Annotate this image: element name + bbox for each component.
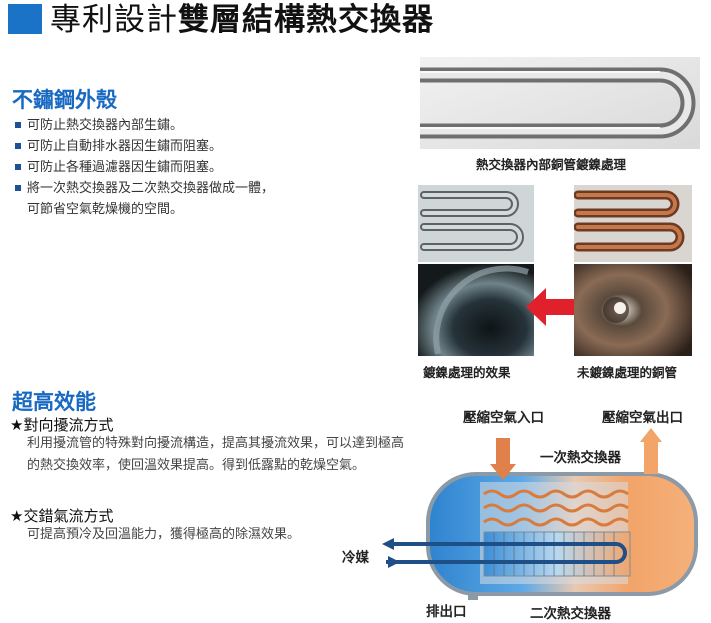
feature2-title: ★交錯氣流方式 <box>10 507 114 525</box>
page-title: 專利設計雙層結構熱交換器 <box>50 0 434 40</box>
unplated-caption: 未鍍鎳處理的銅管 <box>577 365 678 380</box>
diagram-outlet-label: 壓縮空氣出口 <box>602 410 683 426</box>
pipe-photo-caption: 熱交換器內部銅管鍍鎳處理 <box>476 157 627 172</box>
comparison-arrow-icon <box>526 288 580 326</box>
heat-exchanger-diagram <box>382 428 698 600</box>
feature2-body: 可提高預冷及回溫能力，獲得極高的除濕效果。 <box>27 527 301 542</box>
diagram-drain-label: 排出口 <box>426 604 467 620</box>
copper-tubes-photo <box>574 185 692 262</box>
performance-heading: 超高效能 <box>12 390 96 414</box>
copper-inside-photo <box>574 264 692 356</box>
feature1-body: 利用擾流管的特殊對向擾流構造，提高其擾流效果，可以達到極高的熱交換效率，使回溫效… <box>27 436 405 473</box>
stainless-list: 可防止熱交換器內部生鏽。 可防止自動排水器因生鏽而阻塞。 可防止各種過濾器因生鏽… <box>14 115 274 220</box>
diagram-inlet-label: 壓縮空氣入口 <box>463 410 544 426</box>
plated-caption: 鍍鎳處理的效果 <box>423 365 511 380</box>
diagram-primary-label: 一次熱交換器 <box>540 450 621 466</box>
pipe-photo <box>420 57 700 149</box>
title-light-part: 專利設計 <box>50 2 178 38</box>
plated-inside-photo <box>418 264 534 356</box>
stainless-heading: 不鏽鋼外殼 <box>12 88 117 112</box>
diagram-refrigerant-label: 冷媒 <box>342 550 369 566</box>
list-item: 可防止各種過濾器因生鏽而阻塞。 <box>14 157 274 178</box>
list-item: 可防止自動排水器因生鏽而阻塞。 <box>14 136 274 157</box>
list-item: 將一次熱交換器及二次熱交換器做成一體，可節省空氣乾燥機的空間。 <box>14 178 274 220</box>
list-item: 可防止熱交換器內部生鏽。 <box>14 115 274 136</box>
title-marker <box>8 4 42 34</box>
title-bold-part: 雙層結構熱交換器 <box>178 2 434 38</box>
plated-tubes-photo <box>418 185 534 262</box>
diagram-secondary-label: 二次熱交換器 <box>530 606 611 622</box>
feature1-title: ★對向擾流方式 <box>10 416 114 434</box>
